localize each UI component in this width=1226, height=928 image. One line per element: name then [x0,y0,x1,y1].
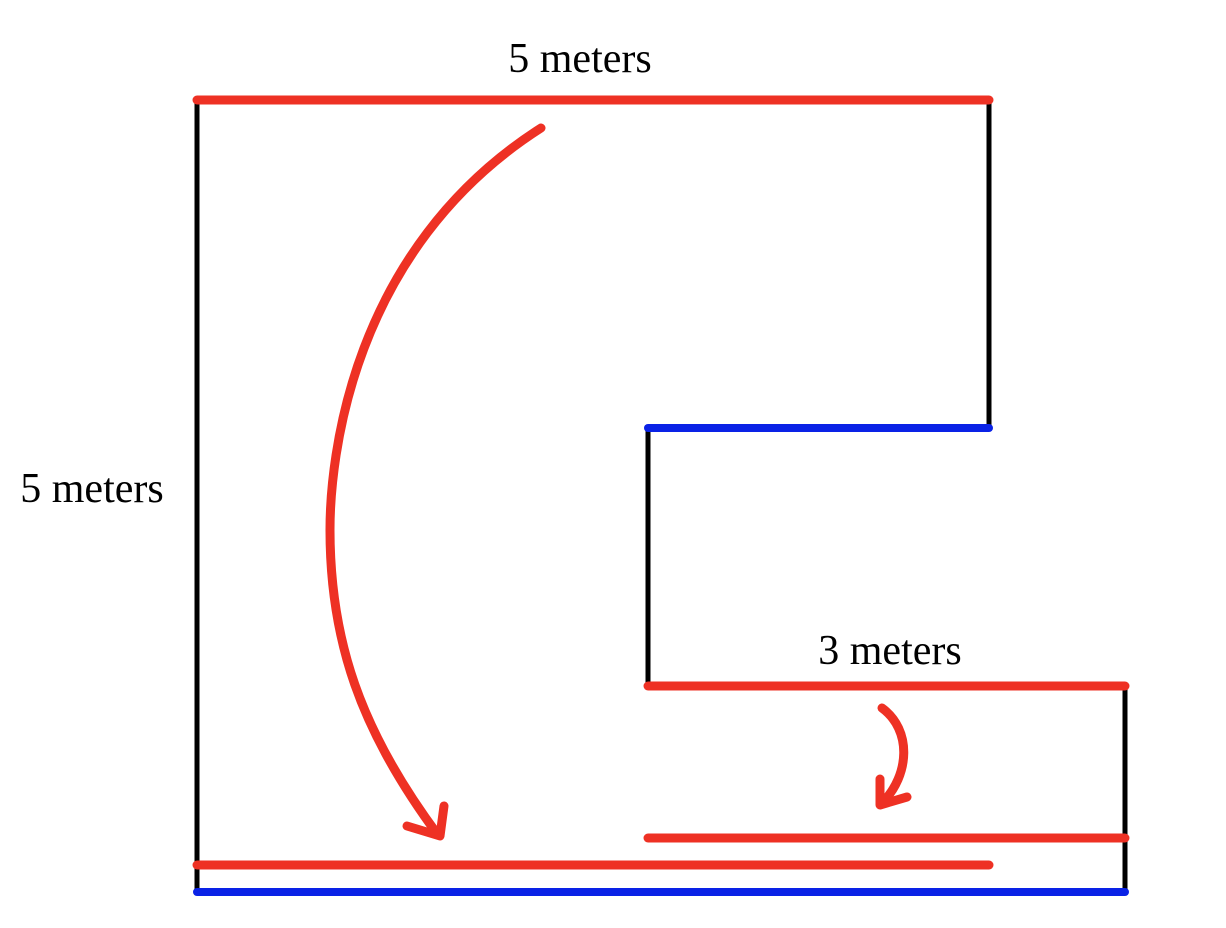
step-width-label: 3 meters [818,628,961,674]
large-arrow-head [402,801,449,841]
small-curved-arrow [877,703,909,808]
left-height-label: 5 meters [20,466,163,512]
small-arrow-head [875,774,912,810]
large-curved-arrow [325,123,546,840]
top-width-label: 5 meters [508,36,651,82]
